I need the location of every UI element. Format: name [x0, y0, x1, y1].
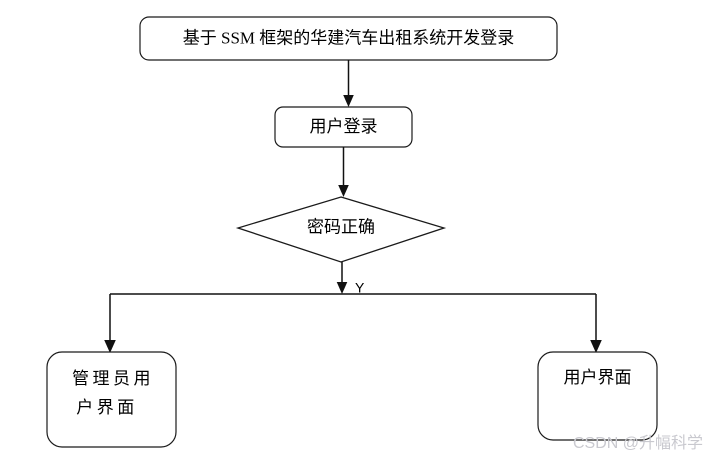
- edge-bus-to-admin-ui-arrowhead: [104, 340, 116, 353]
- user-ui-label: 用户界面: [564, 368, 632, 387]
- decision-diamond-shape: [235, 196, 447, 263]
- branch-label-yes: Y: [355, 280, 365, 296]
- node-user-interface[interactable]: 用户界面: [537, 351, 658, 441]
- edge-decision-to-junction: [336, 262, 348, 294]
- edge-title-to-login-arrowhead: [343, 95, 354, 107]
- user-login-label: 用户登录: [310, 117, 378, 136]
- node-decision-password-correct[interactable]: 密码正确: [235, 196, 447, 263]
- decision-label: 密码正确: [307, 217, 375, 236]
- node-admin-user-interface[interactable]: 管理员用 户界面: [46, 351, 177, 448]
- edge-bus-to-user-ui-arrowhead: [590, 340, 602, 353]
- edge-login-to-decision: [338, 147, 349, 197]
- user-ui-shape: [537, 351, 658, 441]
- title-box-label: 基于 SSM 框架的华建汽车出租系统开发登录: [183, 28, 515, 47]
- node-user-login[interactable]: 用户登录: [274, 106, 413, 148]
- edge-bus-to-user-ui: [590, 294, 602, 353]
- watermark-label: CSDN @升幅科学: [573, 434, 703, 452]
- admin-ui-shape: [46, 351, 177, 448]
- admin-ui-label-line1: 管理员用: [72, 369, 154, 388]
- edge-login-to-decision-arrowhead: [338, 185, 349, 197]
- edge-bus-to-admin-ui: [104, 294, 116, 353]
- admin-ui-label-line2: 户界面: [76, 398, 138, 417]
- edge-title-to-login: [343, 60, 354, 107]
- edge-decision-to-junction-arrowhead: [336, 282, 348, 294]
- node-title-box[interactable]: 基于 SSM 框架的华建汽车出租系统开发登录: [139, 16, 558, 61]
